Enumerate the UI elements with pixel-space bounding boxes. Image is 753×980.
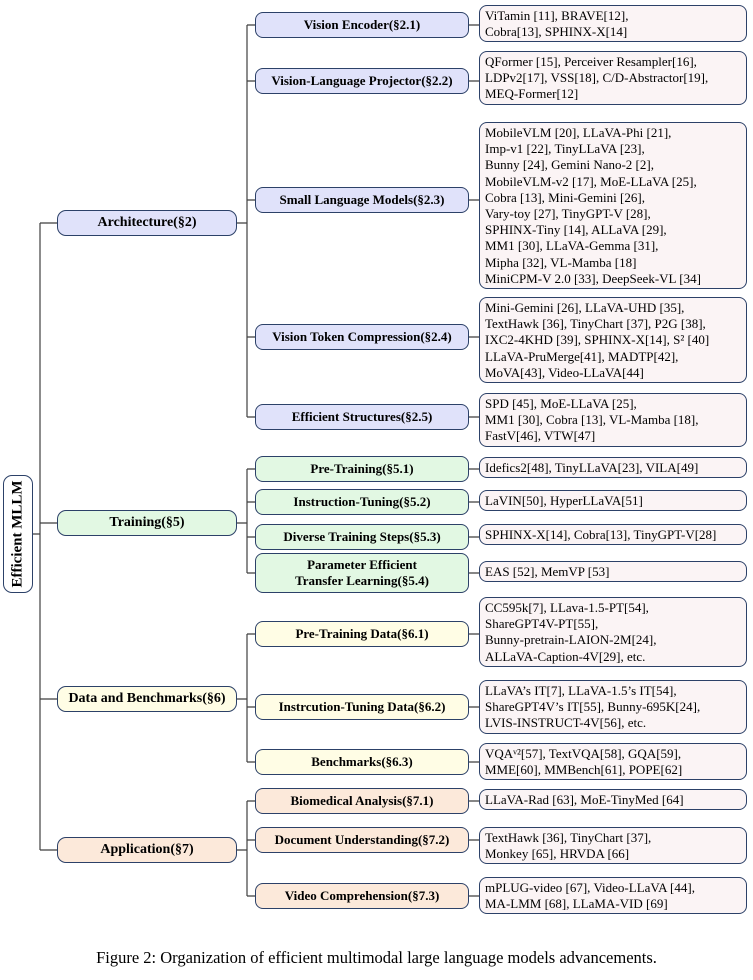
node-pre-training: Pre-Training(§5.1) <box>255 456 469 482</box>
node-small-language-models: Small Language Models(§2.3) <box>255 187 469 213</box>
leaf-vision-token-compression-refs: Mini-Gemini [26], LLaVA-UHD [35], TextHa… <box>479 297 747 384</box>
node-video-comprehension: Video Comprehension(§7.3) <box>255 883 469 909</box>
leaf-small-language-models-refs: MobileVLM [20], LLaVA-Phi [21], Imp-v1 [… <box>479 122 747 290</box>
node-architecture: Architecture(§2) <box>57 210 237 236</box>
node-instruction-tuning-data: Instrcution-Tuning Data(§6.2) <box>255 694 469 720</box>
node-vision-language-projector: Vision-Language Projector(§2.2) <box>255 68 469 94</box>
node-training: Training(§5) <box>57 510 237 536</box>
node-benchmarks: Benchmarks(§6.3) <box>255 749 469 775</box>
leaf-document-understanding-refs: TextHawk [36], TinyChart [37], Monkey [6… <box>479 827 747 865</box>
node-application: Application(§7) <box>57 837 237 863</box>
leaf-instruction-tuning-data-refs: LLaVA’s IT[7], LLaVA-1.5’s IT[54], Share… <box>479 680 747 734</box>
node-diverse-training-steps: Diverse Training Steps(§5.3) <box>255 524 469 550</box>
leaf-vision-encoder-refs: ViTamin [11], BRAVE[12], Cobra[13], SPHI… <box>479 5 747 43</box>
node-document-understanding: Document Understanding(§7.2) <box>255 827 469 853</box>
leaf-efficient-structures-refs: SPD [45], MoE-LLaVA [25], MM1 [30], Cobr… <box>479 393 747 447</box>
leaf-biomedical-analysis-refs: LLaVA-Rad [63], MoE-TinyMed [64] <box>479 789 747 811</box>
node-efficient-structures: Efficient Structures(§2.5) <box>255 404 469 430</box>
node-vision-encoder: Vision Encoder(§2.1) <box>255 12 469 38</box>
node-vision-token-compression: Vision Token Compression(§2.4) <box>255 324 469 350</box>
leaf-benchmarks-refs: VQAᵛ²[57], TextVQA[58], GQA[59], MME[60]… <box>479 743 747 781</box>
node-data-and-benchmarks: Data and Benchmarks(§6) <box>57 686 237 712</box>
root-label: Efficient MLLM <box>9 480 26 588</box>
leaf-pre-training-data-refs: CC595k[7], LLava-1.5-PT[54], ShareGPT4V-… <box>479 597 747 667</box>
node-instruction-tuning: Instruction-Tuning(§5.2) <box>255 489 469 515</box>
leaf-pre-training-refs: Idefics2[48], TinyLLaVA[23], VILA[49] <box>479 457 747 479</box>
leaf-vision-language-projector-refs: QFormer [15], Perceiver Resampler[16], L… <box>479 51 747 105</box>
leaf-instruction-tuning-refs: LaVIN[50], HyperLLaVA[51] <box>479 490 747 512</box>
node-biomedical-analysis: Biomedical Analysis(§7.1) <box>255 788 469 814</box>
leaf-parameter-efficient-transfer-learning-refs: EAS [52], MemVP [53] <box>479 561 747 583</box>
root-node-efficient-mllm: Efficient MLLM <box>3 475 33 593</box>
leaf-video-comprehension-refs: mPLUG-video [67], Video-LLaVA [44], MA-L… <box>479 877 747 915</box>
figure-caption: Figure 2: Organization of efficient mult… <box>96 948 657 967</box>
node-parameter-efficient-transfer-learning: Parameter Efficient Transfer Learning(§5… <box>255 553 469 593</box>
leaf-diverse-training-steps-refs: SPHINX-X[14], Cobra[13], TinyGPT-V[28] <box>479 524 747 546</box>
node-pre-training-data: Pre-Training Data(§6.1) <box>255 621 469 647</box>
